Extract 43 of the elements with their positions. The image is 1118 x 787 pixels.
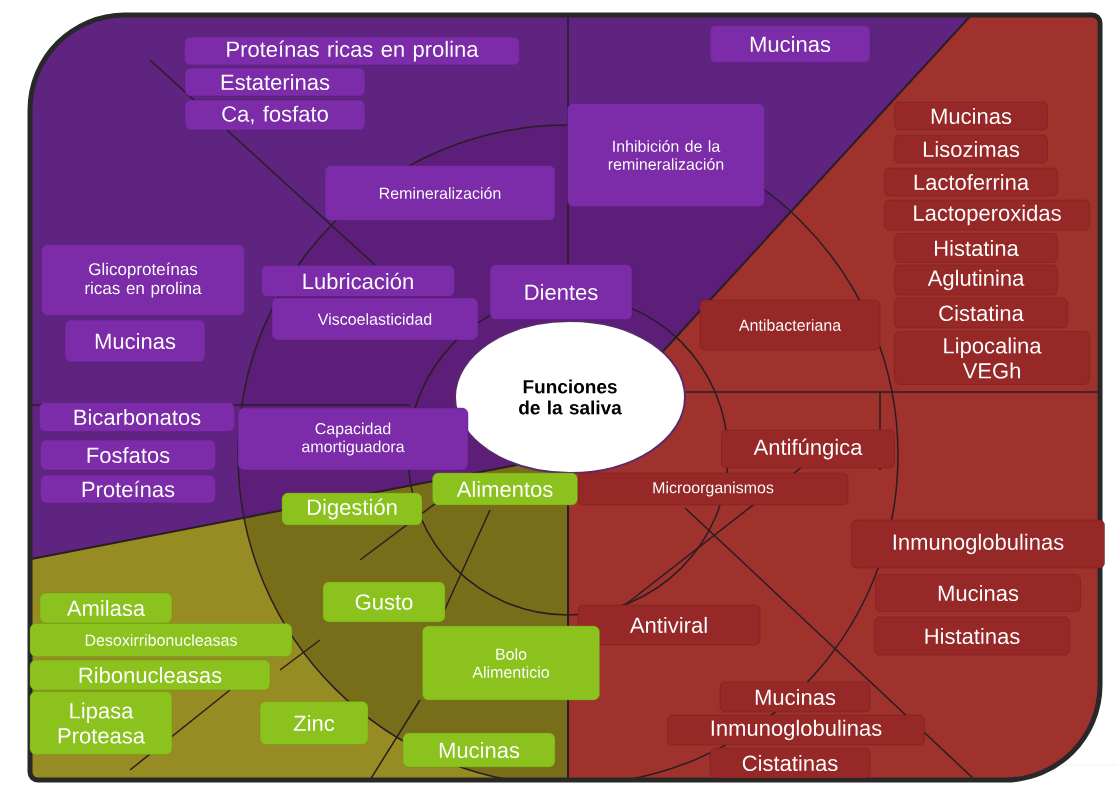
label-box: Lisozimas [894, 134, 1048, 164]
label-box: Histatina [894, 233, 1058, 263]
label-box: Cistatina [894, 297, 1068, 329]
label-box: Microorganismos [577, 472, 849, 506]
label-box: Mucinas [64, 319, 206, 363]
label-box: Histatinas [874, 616, 1070, 656]
label-box: Lubricación [261, 265, 455, 297]
label-box: Viscoelasticidad [271, 297, 479, 341]
label-box: Bicarbonatos [39, 402, 235, 432]
label-box: Bolo Alimenticio [422, 625, 600, 701]
label-box: Proteínas ricas en prolina [184, 36, 520, 66]
label-box: Proteínas [40, 474, 216, 504]
label-box: Remineralización [324, 165, 556, 221]
label-box: Alimentos [432, 472, 578, 506]
label-box: Inmunoglobulinas [667, 714, 925, 746]
label-box: Mucinas [875, 574, 1081, 612]
label-box: Estaterinas [184, 67, 366, 97]
label-box: Lipasa Proteasa [29, 691, 173, 755]
label-box: Dientes [489, 264, 633, 320]
label-box: Capacidad amortiguadora [237, 407, 469, 471]
label-box: Desoxirribonucleasas [29, 623, 293, 657]
label-box: Lactoperoxidas [884, 199, 1090, 231]
label-box: Zinc [259, 701, 369, 745]
label-box: Glicoproteínas ricas en prolina [41, 244, 245, 316]
label-box: Mucinas [894, 101, 1048, 131]
label-box: Amilasa [39, 592, 173, 624]
label-box: Antibacteriana [699, 299, 881, 351]
label-box: Lactoferrina [884, 167, 1058, 197]
label-box: Cistatinas [709, 747, 871, 779]
label-box: Gusto [322, 581, 446, 623]
label-box: Lipocalina VEGh [894, 331, 1090, 385]
label-box: Mucinas [719, 681, 871, 713]
label-box: Mucinas [709, 25, 871, 63]
label-box: Antiviral [577, 604, 761, 646]
label-box: Ca, fosfato [184, 99, 366, 131]
label-box: Aglutinina [894, 264, 1058, 296]
label-box: Antifúngica [721, 429, 895, 469]
label-box: Inmunoglobulinas [851, 519, 1105, 569]
label-box: Ribonucleasas [29, 659, 271, 691]
label-box: Inhibición de la remineralización [567, 103, 765, 207]
label-box: Fosfatos [40, 439, 216, 471]
label-box: Mucinas [402, 732, 556, 768]
label-box: Digestión [281, 492, 423, 526]
